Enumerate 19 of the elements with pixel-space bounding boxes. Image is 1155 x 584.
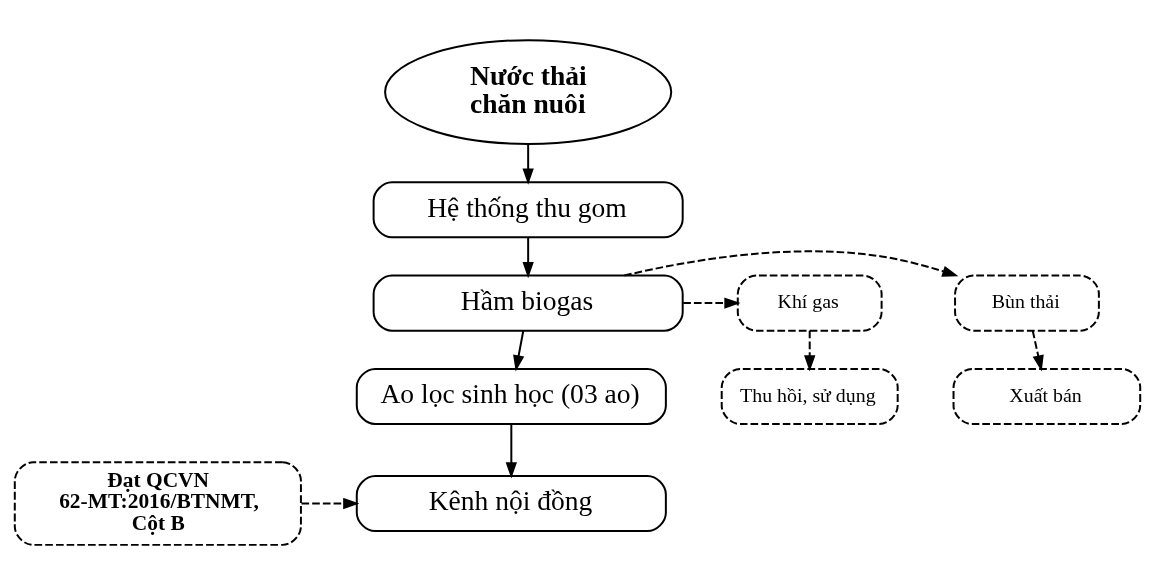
node-box: Hệ thống thu gom [372,180,684,238]
node-ellipse: Nước thải chăn nuôi [384,38,673,145]
arrow [804,329,816,372]
node-box: Hầm biogas [372,274,684,332]
arrow [522,142,534,185]
node-box: Bùn thải [954,274,1100,332]
node-box: Khí gas [736,274,883,332]
arrow [513,329,525,372]
arrow [522,235,534,278]
node-box: Thu hồi, sử dụng [720,367,899,425]
arrow [505,422,517,478]
node-box: Đạt QCVN 62-MT:2016/BTNMT, Cột B [13,460,302,546]
node-box: Xuất bán [952,367,1142,425]
arrow [682,296,741,309]
arrow [623,249,959,277]
arrow [1031,329,1044,371]
node-box: Ao lọc sinh học (03 ao) [355,367,667,425]
arrow [300,497,360,509]
node-box: Kênh nội đồng [355,474,667,532]
